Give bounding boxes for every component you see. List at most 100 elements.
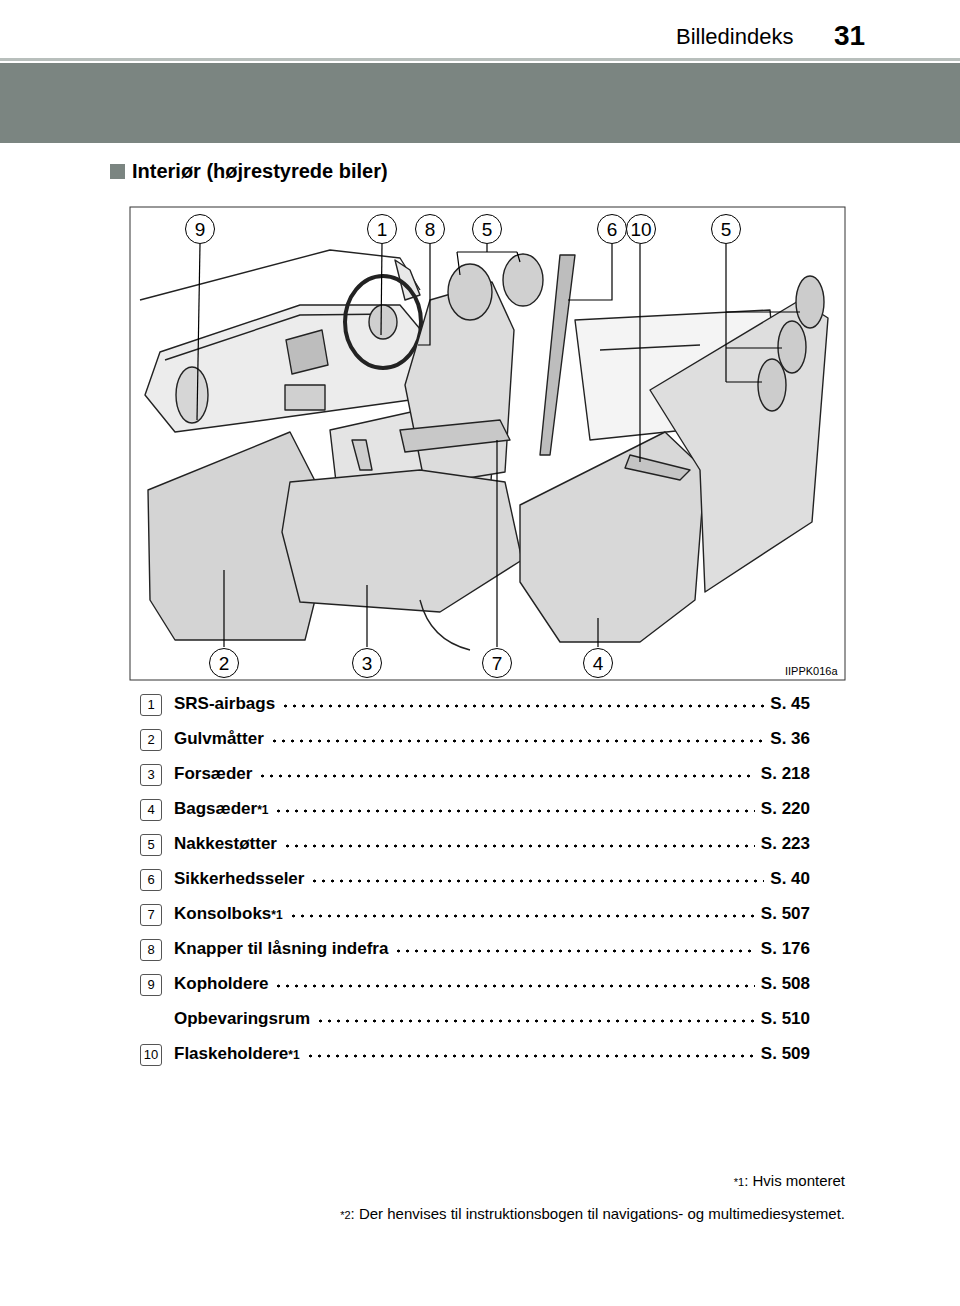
- callout-number: 7: [482, 648, 512, 678]
- leader-line: [366, 585, 367, 647]
- header-band: [0, 58, 960, 61]
- leader-line: [568, 244, 612, 300]
- item-number: 6: [140, 869, 162, 891]
- car-interior: [400, 420, 510, 452]
- item-name: Opbevaringsrum: [174, 1009, 310, 1029]
- item-name: Gulvmåtter: [174, 729, 264, 749]
- callout-number: 3: [352, 648, 382, 678]
- car-interior: [540, 255, 575, 455]
- index-row: 3 Forsæder S. 218: [140, 764, 810, 786]
- index-row: 9 Kopholdere S. 508: [140, 974, 810, 996]
- item-name: Konsolboks: [174, 904, 271, 924]
- item-name: SRS-airbags: [174, 694, 275, 714]
- leader-line: [381, 244, 382, 335]
- leader-line: [223, 570, 224, 647]
- page-reference: S. 509: [761, 1044, 810, 1064]
- index-row: 4 Bagsæder*1 S. 220: [140, 799, 810, 821]
- car-interior: [140, 250, 828, 650]
- callout-number: 9: [185, 214, 215, 244]
- callout-number: 4: [583, 648, 613, 678]
- callout-number: 5: [711, 214, 741, 244]
- figure-code: IIPPK016a: [785, 665, 838, 677]
- dot-leader: [283, 843, 755, 849]
- page-reference: S. 176: [761, 939, 810, 959]
- car-interior: [600, 345, 700, 350]
- page-reference: S. 45: [770, 694, 810, 714]
- footnote-text: : Der henvises til instruktionsbogen til…: [351, 1205, 845, 1222]
- dot-leader: [394, 948, 754, 954]
- running-header: Billedindeks: [676, 24, 793, 50]
- footnote-mark: *1: [288, 1048, 299, 1062]
- callout-number: 1: [367, 214, 397, 244]
- car-interior: [369, 305, 397, 339]
- car-interior: [650, 300, 828, 592]
- index-row: 7Konsolboks*1S. 507: [140, 904, 810, 926]
- car-interior: [503, 254, 543, 306]
- car-interior: [352, 440, 372, 470]
- header-band: [0, 58, 960, 143]
- item-number: 9: [140, 974, 162, 996]
- dot-leader: [306, 1053, 755, 1059]
- index-row: 8 Knapper til låsning indefra S. 176: [140, 939, 810, 961]
- car-interior: [165, 314, 395, 360]
- section-title: Interiør (højrestyrede biler): [132, 160, 388, 183]
- leader-line: [418, 244, 430, 345]
- callout-number: 2: [209, 648, 239, 678]
- callout-number: 6: [597, 214, 627, 244]
- car-interior: [176, 367, 208, 423]
- car-interior: [758, 359, 786, 411]
- dot-leader: [270, 738, 765, 744]
- index-row: 2GulvmåtterS. 36: [140, 729, 810, 751]
- car-interior: [420, 600, 470, 650]
- item-name: Knapper til låsning indefra: [174, 939, 388, 959]
- leader-line: [197, 244, 800, 647]
- leader-line: [639, 244, 640, 462]
- footnote-mark: *1: [271, 908, 282, 922]
- item-name: Bagsæder: [174, 799, 257, 819]
- item-number: 5: [140, 834, 162, 856]
- item-number: 10: [140, 1044, 162, 1066]
- callout-number: 8: [415, 214, 445, 244]
- car-interior: [448, 264, 492, 320]
- car-interior: [345, 276, 421, 368]
- item-number: 1: [140, 694, 162, 716]
- item-number: 8: [140, 939, 162, 961]
- page-reference: S. 220: [761, 799, 810, 819]
- car-interior: [796, 276, 824, 328]
- car-interior: [625, 455, 690, 480]
- illustration-frame: [130, 207, 845, 680]
- page-reference: S. 510: [761, 1009, 810, 1029]
- callout-number: 5: [472, 214, 502, 244]
- page-reference: S. 36: [770, 729, 810, 749]
- page-reference: S. 508: [761, 974, 810, 994]
- page-reference: S. 507: [761, 904, 810, 924]
- item-number: 3: [140, 764, 162, 786]
- page-number: 31: [834, 20, 865, 52]
- illustration-frame: [130, 207, 845, 680]
- leader-line: [457, 244, 520, 275]
- item-name: Forsæder: [174, 764, 252, 784]
- footnote: *2: Der henvises til instruktionsbogen t…: [340, 1205, 845, 1222]
- footnote: *1: Hvis monteret: [734, 1172, 845, 1189]
- index-row: 5NakkestøtterS. 223: [140, 834, 810, 856]
- title-marker: [110, 164, 125, 179]
- page-reference: S. 40: [770, 869, 810, 889]
- dot-leader: [274, 983, 754, 989]
- item-name: Kopholdere: [174, 974, 268, 994]
- item-number: 4: [140, 799, 162, 821]
- dot-leader: [281, 703, 764, 709]
- header-band: [0, 63, 960, 143]
- dot-leader: [310, 878, 764, 884]
- footnote-text: : Hvis monteret: [744, 1172, 845, 1189]
- index-row: 1 SRS-airbags S. 45: [140, 694, 810, 716]
- dot-leader: [258, 773, 754, 779]
- leader-line: [726, 244, 800, 382]
- leader-line: [197, 244, 200, 420]
- index-row: 6SikkerhedsselerS. 40: [140, 869, 810, 891]
- item-name: Nakkestøtter: [174, 834, 277, 854]
- leader-line: [496, 440, 497, 647]
- page-reference: S. 218: [761, 764, 810, 784]
- footnote-mark: *1: [257, 803, 268, 817]
